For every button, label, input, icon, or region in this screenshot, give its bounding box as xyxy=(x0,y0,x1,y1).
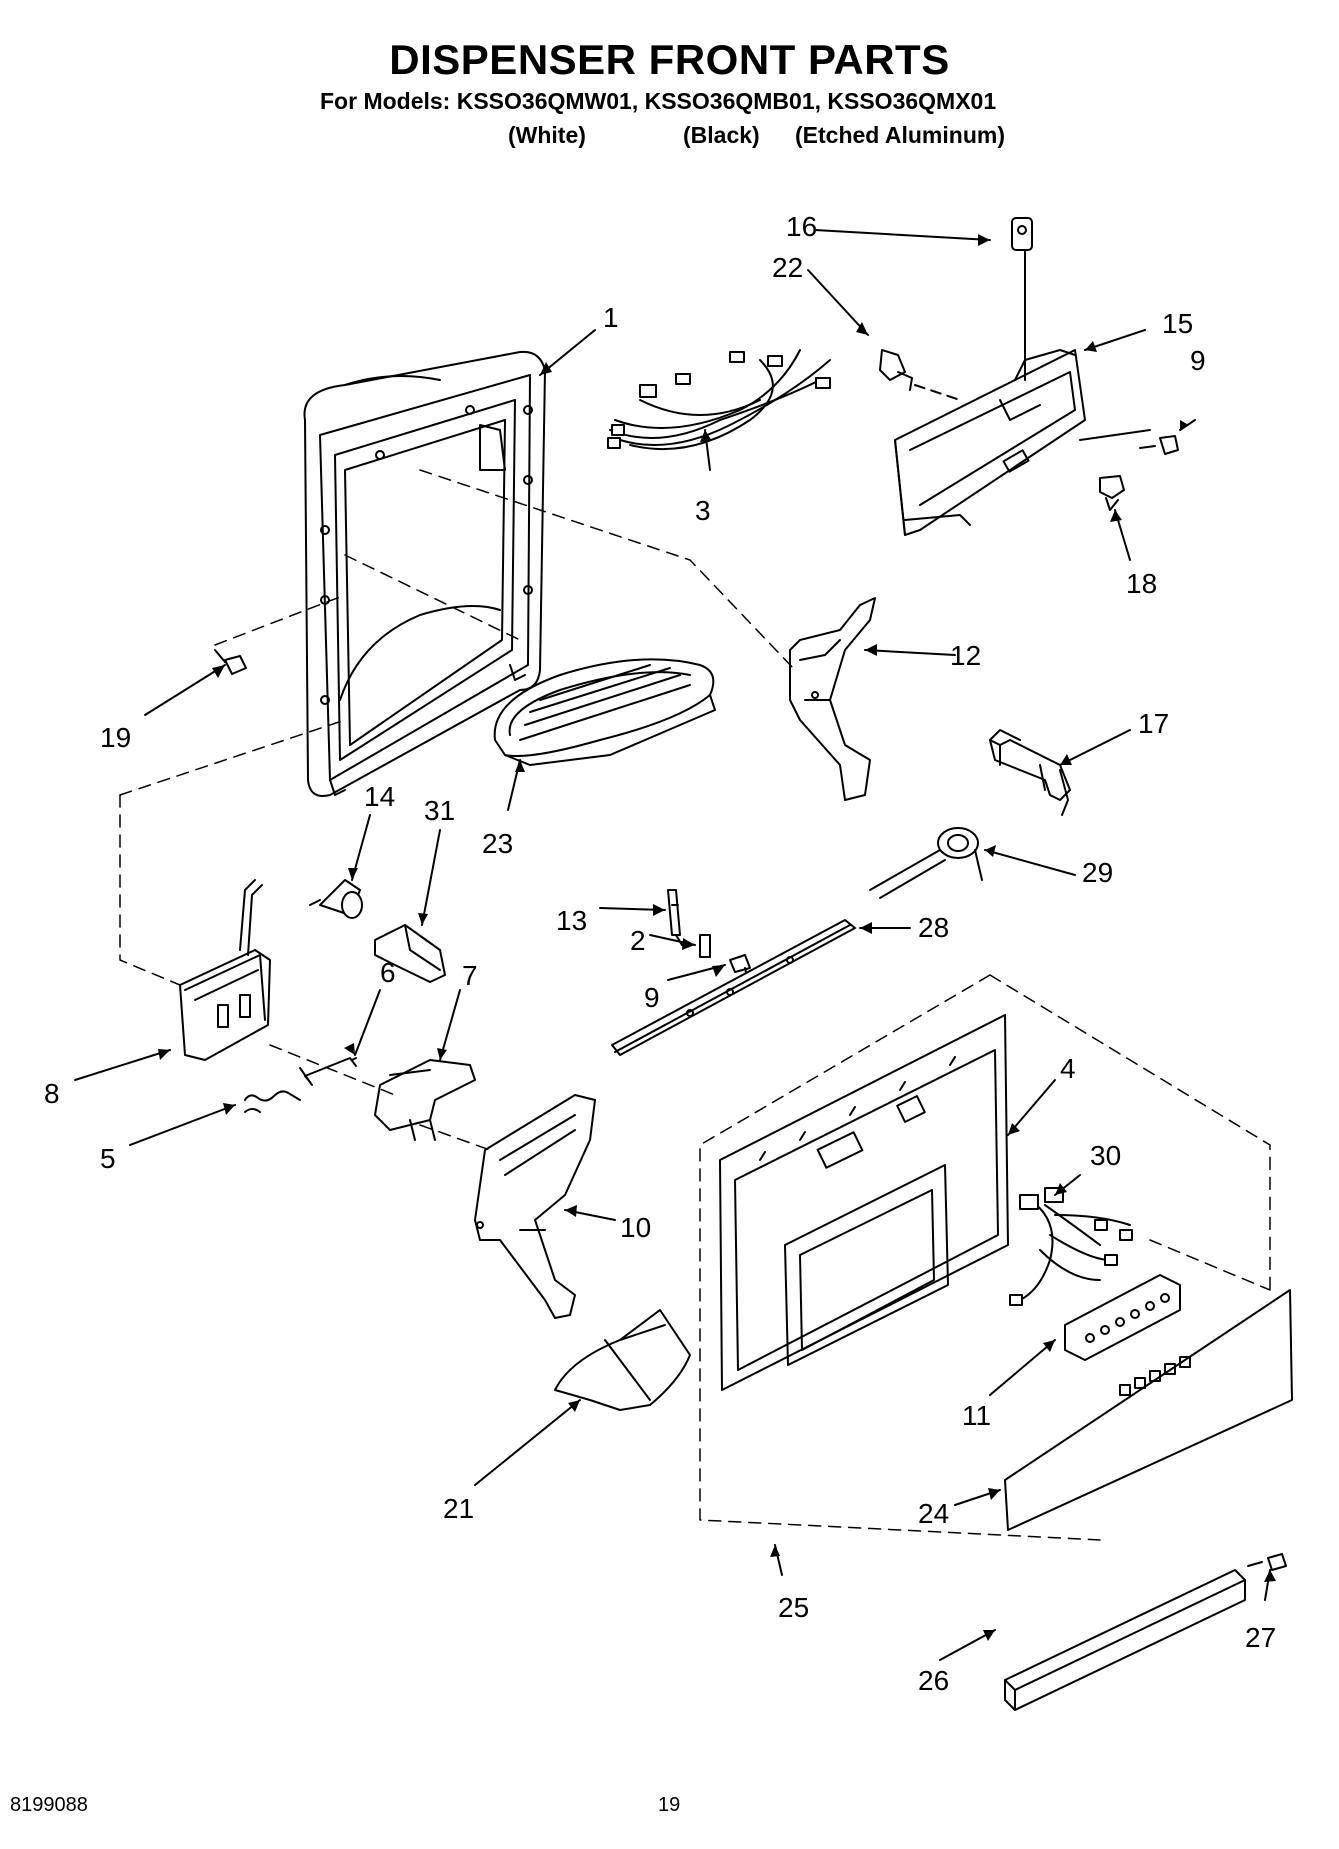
callout-9-mid: 9 xyxy=(644,982,660,1013)
part-7-actuator xyxy=(374,1059,476,1141)
callout-16: 16 xyxy=(786,211,817,242)
callout-18: 18 xyxy=(1126,568,1157,599)
part-29-thermistor xyxy=(869,827,983,899)
part-4-front-panel xyxy=(719,1014,1009,1391)
callout-31: 31 xyxy=(424,795,455,826)
callout-24: 24 xyxy=(918,1498,949,1529)
part-6-shaft xyxy=(299,1057,357,1086)
callout-29: 29 xyxy=(1082,857,1113,888)
callout-9-top: 9 xyxy=(1190,345,1206,376)
variant-white: (White) xyxy=(508,122,586,148)
callout-19: 19 xyxy=(100,722,131,753)
part-22-grommet xyxy=(879,349,961,401)
callout-28: 28 xyxy=(918,912,949,943)
page-header: DISPENSER FRONT PARTS For Models: KSSO36… xyxy=(0,0,1339,160)
document-number: 8199088 xyxy=(10,1794,88,1816)
part-27-screw xyxy=(1247,1553,1287,1571)
callout-14: 14 xyxy=(364,781,395,812)
callout-17: 17 xyxy=(1138,708,1169,739)
callout-7: 7 xyxy=(462,960,478,991)
part-11-keypad-board xyxy=(1064,1274,1181,1361)
callout-21: 21 xyxy=(443,1493,474,1524)
callout-22: 22 xyxy=(772,252,803,283)
callout-27: 27 xyxy=(1245,1622,1276,1653)
callout-6: 6 xyxy=(380,957,396,988)
part-19-screw xyxy=(214,649,247,675)
part-18-nut xyxy=(1099,475,1125,511)
callout-30: 30 xyxy=(1090,1140,1121,1171)
dashed-assembly-lines xyxy=(119,469,1271,1541)
callout-4: 4 xyxy=(1060,1053,1076,1084)
part-26-trim xyxy=(1004,1569,1246,1711)
part-24-overlay xyxy=(1004,1289,1293,1531)
callout-10: 10 xyxy=(620,1212,651,1243)
part-23-grille xyxy=(493,658,716,766)
part-17-bracket xyxy=(989,729,1071,816)
part-5-spring xyxy=(244,1090,301,1113)
callout-3: 3 xyxy=(695,495,711,526)
callout-8: 8 xyxy=(44,1078,60,1109)
callout-26: 26 xyxy=(918,1665,949,1696)
part-1-housing xyxy=(303,350,546,797)
callout-12: 12 xyxy=(950,640,981,671)
page-number: 19 xyxy=(658,1794,681,1816)
part-2-pad xyxy=(699,934,711,958)
part-12-lever xyxy=(789,597,876,801)
variant-black: (Black) xyxy=(683,122,760,148)
part-30-harness xyxy=(1009,1187,1133,1306)
part-9-screw-top xyxy=(1139,435,1179,455)
part-21-chute xyxy=(554,1309,691,1411)
callout-2: 2 xyxy=(630,925,646,956)
callout-5: 5 xyxy=(100,1143,116,1174)
part-28-rail xyxy=(611,919,856,1056)
part-31-cover xyxy=(374,924,446,983)
callout-labels: 1 3 16 22 15 9 18 12 19 17 29 14 31 23 1… xyxy=(44,211,1276,1696)
callout-13: 13 xyxy=(556,905,587,936)
callout-25: 25 xyxy=(778,1592,809,1623)
variant-etched-aluminum: (Etched Aluminum) xyxy=(795,122,1005,148)
part-16-clip xyxy=(1011,217,1033,381)
models-line: For Models: KSSO36QMW01, KSSO36QMB01, KS… xyxy=(320,88,997,114)
page-title: DISPENSER FRONT PARTS xyxy=(389,36,950,83)
part-13-spring-clip xyxy=(667,889,683,946)
callout-23: 23 xyxy=(482,828,513,859)
part-10-paddle xyxy=(474,1094,596,1319)
part-14-motor xyxy=(309,879,363,919)
part-3-wire-harness xyxy=(607,349,831,451)
callout-11: 11 xyxy=(962,1400,991,1431)
part-15-bracket xyxy=(894,349,1151,536)
arrowheads xyxy=(158,234,1276,1641)
callout-15: 15 xyxy=(1162,308,1193,339)
callout-1: 1 xyxy=(603,302,619,333)
part-8-module xyxy=(179,879,271,1061)
